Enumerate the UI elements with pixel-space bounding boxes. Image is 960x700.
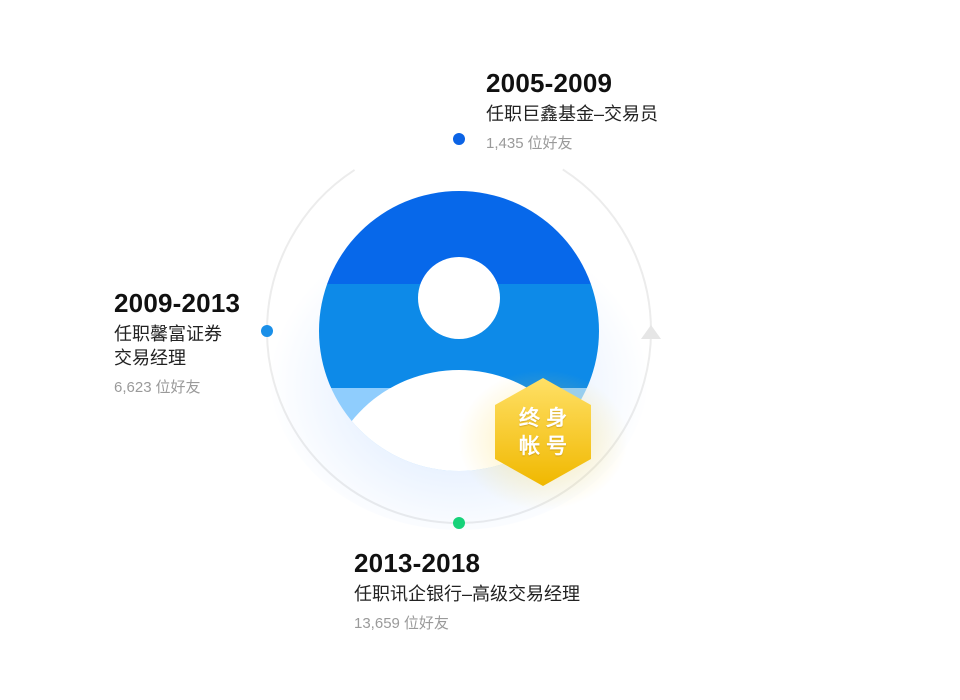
friends-count: 6,623	[114, 379, 152, 396]
milestone-role-line: 任职巨鑫基金–交易员	[486, 104, 659, 124]
milestone-period: 2013-2018	[354, 548, 481, 578]
milestone-role-line: 任职讯企银行–高级交易经理	[354, 584, 581, 604]
friends-label: 位好友	[155, 379, 201, 396]
milestone-role-line: 任职馨富证券	[114, 324, 222, 344]
friends-count: 1,435	[486, 135, 524, 152]
milestone-role: 任职馨富证券 交易经理	[114, 322, 334, 370]
badge-label-line2: 帐号	[519, 434, 573, 458]
milestone-period: 2005-2009	[486, 68, 613, 98]
badge-label: 终身 帐号	[495, 378, 591, 486]
ring-arrow-icon	[641, 325, 661, 339]
milestone-role: 任职巨鑫基金–交易员	[486, 102, 806, 126]
milestone-dot-2005-2009	[453, 133, 465, 145]
friends-label: 位好友	[403, 615, 449, 632]
lifetime-account-badge-icon	[495, 378, 591, 486]
avatar-head	[418, 257, 500, 339]
milestone-period: 2009-2013	[114, 288, 241, 318]
milestone-role-line: 交易经理	[114, 348, 186, 368]
milestone-dot-2013-2018	[453, 517, 465, 529]
badge-label-line1: 终身	[519, 406, 573, 430]
friends-label: 位好友	[527, 135, 573, 152]
milestone-dot-2009-2013	[261, 325, 273, 337]
milestone-role: 任职讯企银行–高级交易经理	[354, 582, 774, 606]
friends-count: 13,659	[354, 615, 400, 632]
